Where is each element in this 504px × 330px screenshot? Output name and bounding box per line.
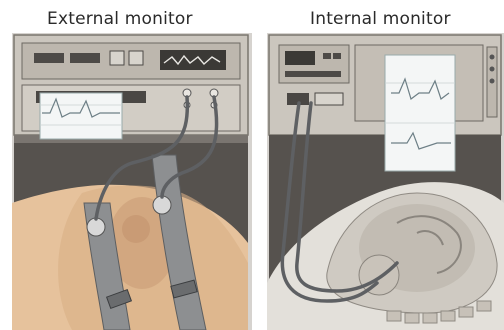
display-screen [285,51,315,65]
slot-button [70,53,100,63]
square-button [110,51,124,65]
square-button [129,51,143,65]
fetal-heart-trace-icon [385,55,455,171]
internal-monitor-illustration [267,33,504,330]
external-monitor-illustration [12,33,252,330]
slot-button [34,53,64,63]
external-monitor-title: External monitor [47,9,193,29]
waveform-icon [160,50,226,70]
internal-monitor-title: Internal monitor [310,9,451,29]
fetal-heart-trace-icon [40,93,122,139]
